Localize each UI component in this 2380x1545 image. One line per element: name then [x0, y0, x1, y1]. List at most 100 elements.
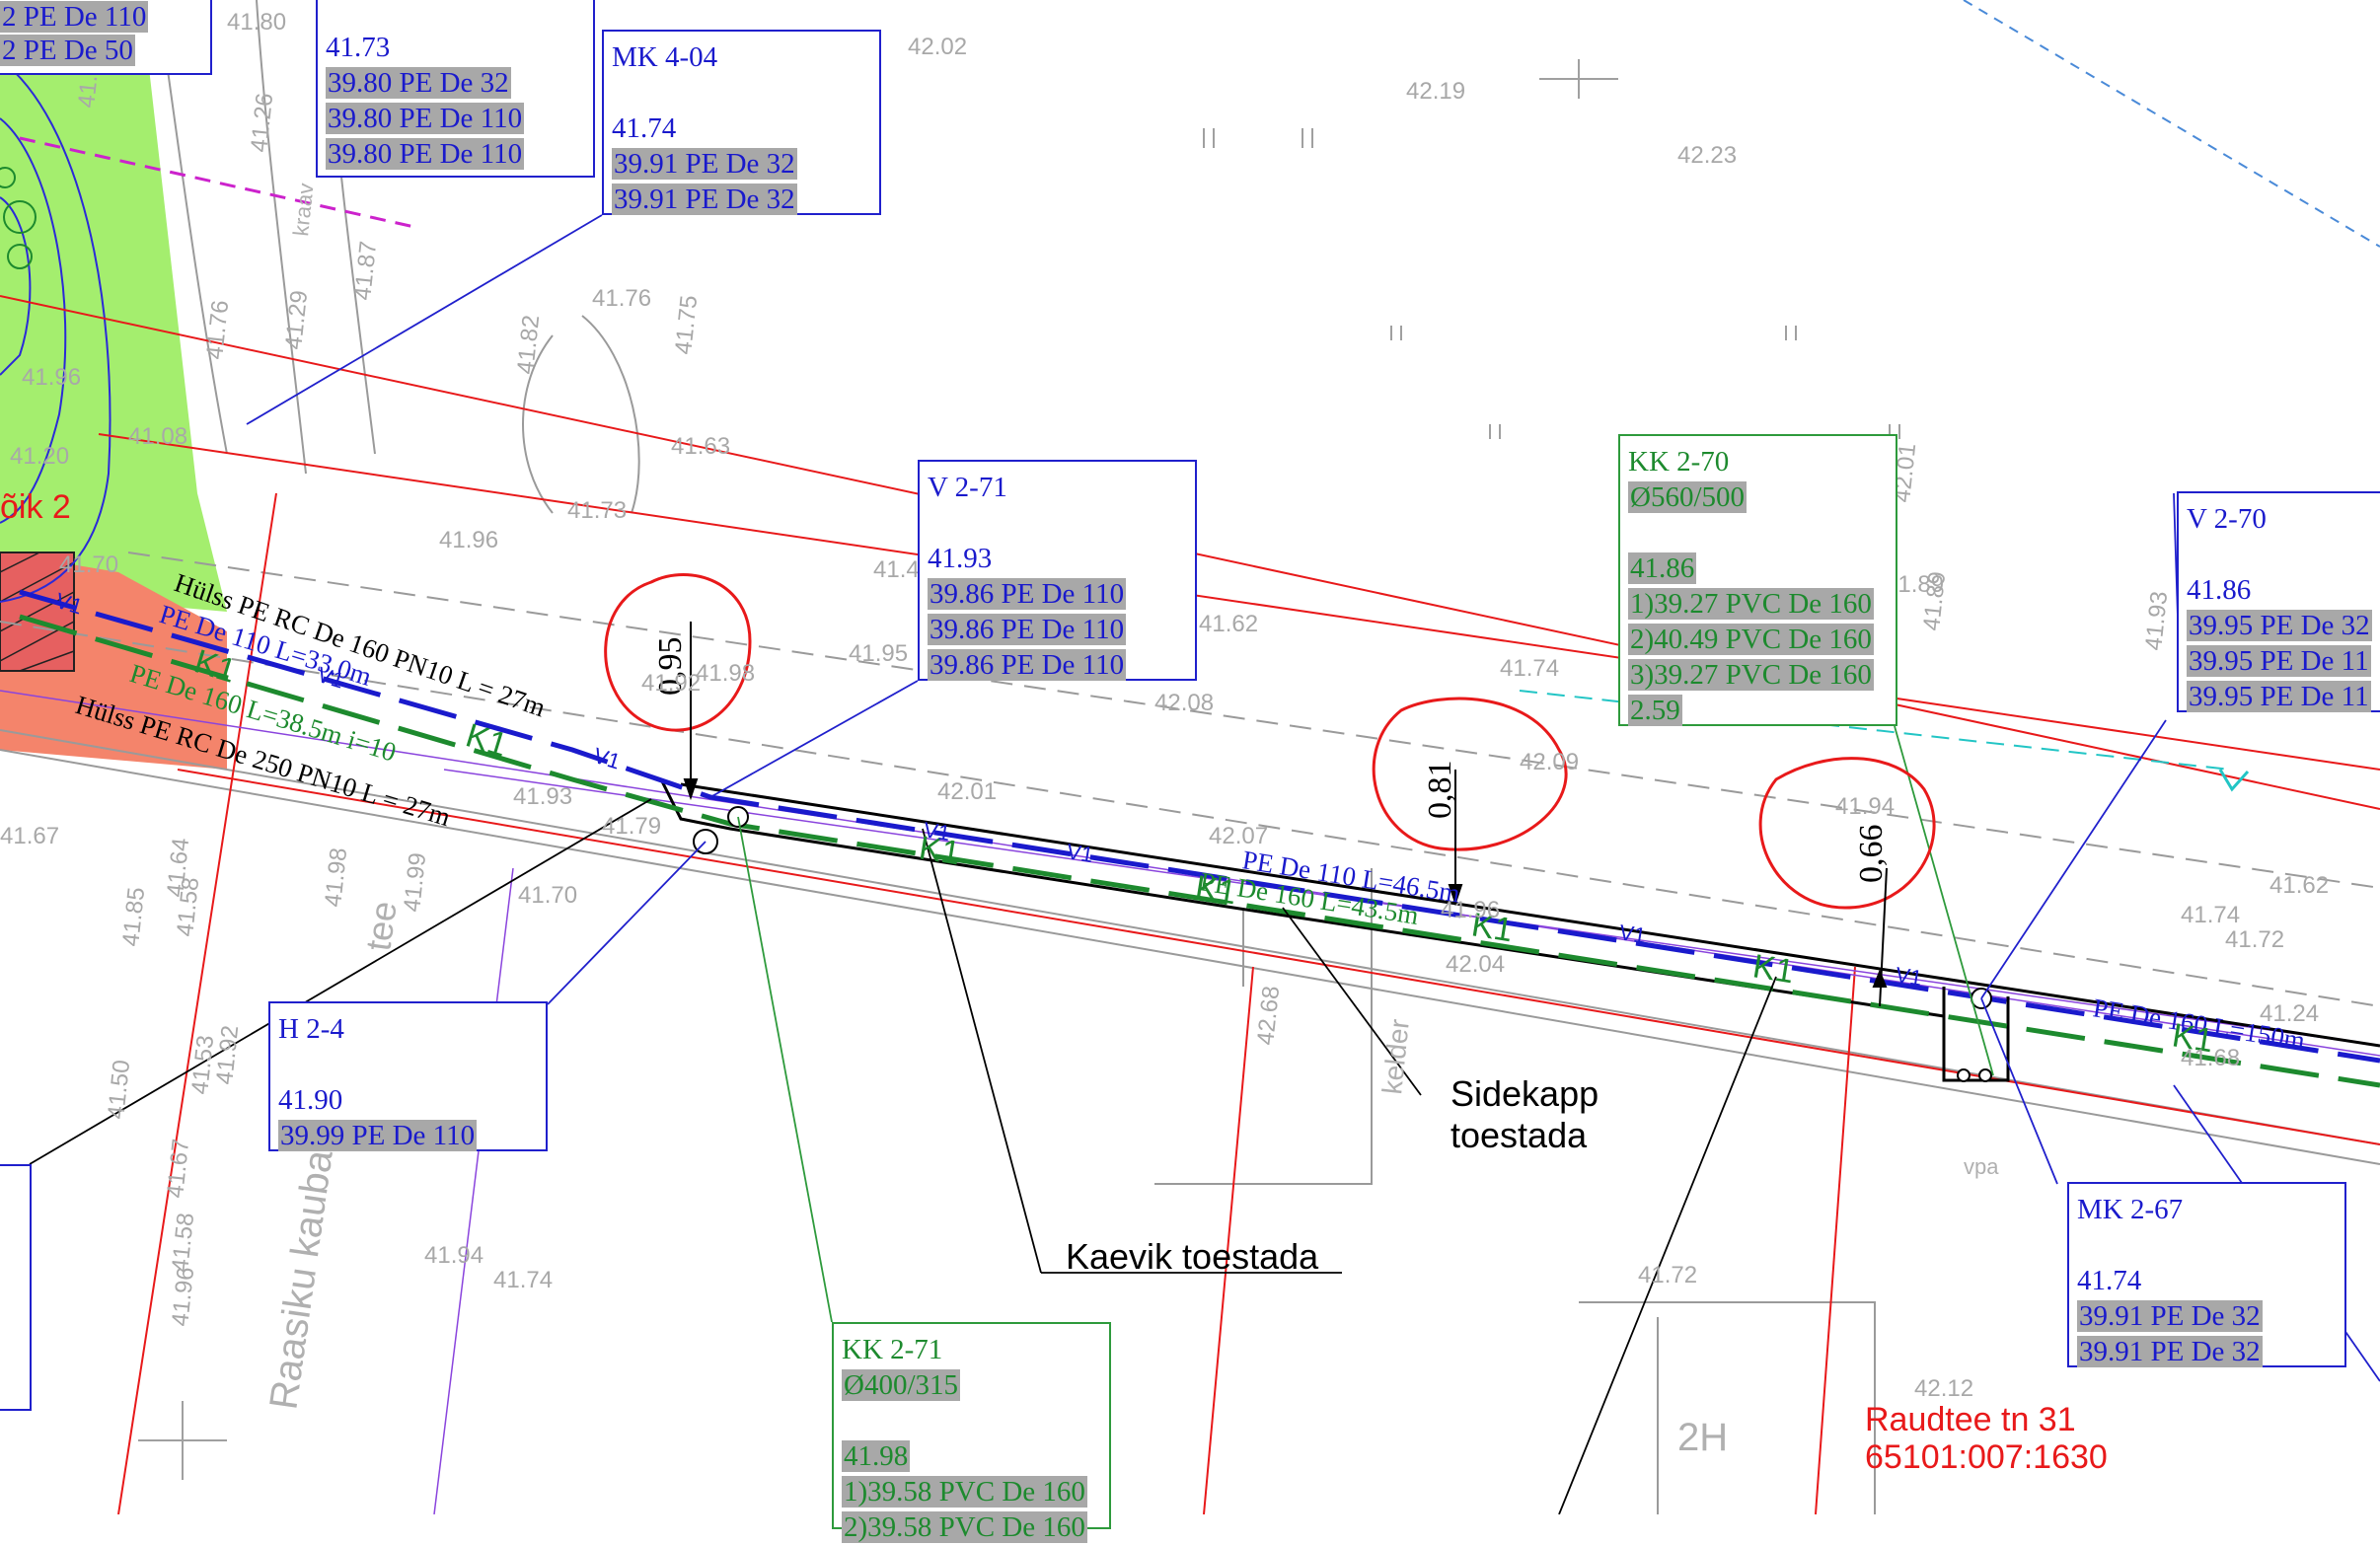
- callout-row: 39.80 PE De 110: [326, 138, 525, 170]
- callout-h-2-4: H 2-4 41.90 39.99 PE De 110: [268, 1001, 548, 1151]
- elevation-label: 42.01: [937, 778, 997, 805]
- note-line: toestada: [1450, 1115, 1588, 1155]
- elevation-label: 41.98: [320, 846, 352, 909]
- elevation-label: 41.96: [22, 364, 81, 391]
- elevation-label: 41.93: [2140, 590, 2173, 652]
- callout-row: 39.95 PE De 32: [2187, 610, 2372, 641]
- elevation-label: 41.74: [1500, 655, 1559, 682]
- callout-row: 39.86 PE De 110: [928, 614, 1127, 645]
- callout-row: 41.86: [2187, 574, 2252, 606]
- callout-41-73: 41.73 39.80 PE De 32 39.80 PE De 110 39.…: [316, 0, 595, 178]
- elevation-label: 41.73: [567, 497, 627, 524]
- elevation-label: 42.08: [1154, 690, 1214, 716]
- callout-row: 2 PE De 110: [0, 1, 149, 33]
- elevation-label: 41.99: [399, 851, 431, 914]
- callout-top-left: 2 PE De 110 2 PE De 50: [0, 0, 212, 75]
- gas-line: [19, 136, 415, 229]
- vpa-label: vpa: [1964, 1154, 1999, 1179]
- callout-row: 41.86: [1628, 552, 1697, 584]
- svg-text:V1: V1: [1894, 962, 1924, 991]
- elevation-label: 41.68: [2181, 1045, 2240, 1071]
- note-line: Sidekapp: [1450, 1073, 1599, 1114]
- depth-1: 0,95: [652, 637, 689, 697]
- callout-title: V 2-71: [928, 472, 1007, 503]
- callout-row: 2 PE De 50: [0, 35, 135, 66]
- svg-text:K1: K1: [1193, 868, 1239, 912]
- kelder-label: kelder: [1376, 1018, 1415, 1096]
- elevation-label: 42.23: [1677, 142, 1737, 169]
- sewer-pipe: [19, 614, 2380, 1088]
- leader-lines: [29, 214, 2380, 1515]
- callout-row: 2.59: [1628, 695, 1682, 726]
- depth-circles: [604, 573, 1936, 910]
- callout-row: 2)39.58 PVC De 160: [842, 1511, 1087, 1543]
- elevation-label: 41.29: [280, 289, 313, 351]
- svg-text:V1: V1: [1617, 920, 1648, 948]
- cyan-valve-icon: [2218, 769, 2250, 792]
- elevation-label: 41.58: [167, 1212, 199, 1274]
- elevation-label: 41.67: [162, 1138, 194, 1200]
- elevation-label: 41.76: [592, 285, 651, 312]
- elevation-label: 41.50: [103, 1059, 135, 1121]
- depth-arrows: [683, 622, 1888, 1007]
- callout-row: 39.91 PE De 32: [612, 148, 797, 180]
- elevation-label: 42.09: [1520, 749, 1579, 775]
- callout-v-2-70: V 2-70 41.86 39.95 PE De 32 39.95 PE De …: [2177, 491, 2380, 712]
- elevation-label: 41.70: [518, 882, 577, 909]
- elevation-label: 41.82: [512, 314, 545, 376]
- elevation-label: 41.4: [873, 556, 920, 583]
- callout-subtitle: Ø560/500: [1628, 481, 1747, 513]
- elevation-label: 41.96: [1441, 897, 1500, 923]
- elevation-label: 42.02: [908, 34, 967, 60]
- address-line-1: Raudtee tn 31: [1865, 1401, 2076, 1438]
- callout-title: V 2-70: [2187, 503, 2267, 535]
- grey-lines: [0, 0, 2380, 1514]
- elevation-label: 41.62: [1199, 611, 1258, 637]
- street-tee: tee: [357, 899, 405, 953]
- callout-row: 39.95 PE De 11: [2187, 681, 2371, 712]
- elevation-label: 41.92: [641, 670, 701, 697]
- trench-outline: [659, 778, 2380, 1082]
- elevation-label: 42.19: [1406, 78, 1465, 105]
- callout-row: 41.73: [326, 32, 391, 63]
- elevation-label: 41.74: [493, 1267, 553, 1293]
- elevation-label: 41.64: [162, 837, 194, 899]
- callout-row: 3)39.27 PVC De 160: [1628, 659, 1874, 691]
- callout-mk-2-67: MK 2-67 41.74 39.91 PE De 32 39.91 PE De…: [2067, 1182, 2346, 1367]
- svg-text:K1: K1: [2170, 1016, 2216, 1060]
- callout-title: H 2-4: [278, 1013, 344, 1045]
- elevation-label: 41.96: [167, 1266, 199, 1328]
- callout-row: 39.91 PE De 32: [2077, 1300, 2263, 1332]
- callout-partial-left: [0, 1164, 32, 1411]
- elevation-label: 41.62: [2269, 872, 2329, 899]
- kraav-label: kraav: [288, 182, 318, 237]
- elevation-label: 41.79: [602, 813, 661, 840]
- elevation-label: 42.12: [1914, 1375, 1973, 1402]
- callout-kk-2-70: KK 2-70 Ø560/500 41.86 1)39.27 PVC De 16…: [1618, 434, 1897, 726]
- callout-v-2-71: V 2-71 41.93 39.86 PE De 110 39.86 PE De…: [918, 460, 1197, 681]
- callout-row: 1)39.58 PVC De 160: [842, 1476, 1087, 1508]
- callout-title: KK 2-71: [842, 1334, 943, 1365]
- svg-text:V1: V1: [922, 817, 952, 846]
- callout-row: 41.74: [2077, 1265, 2142, 1296]
- callout-row: 39.91 PE De 32: [2077, 1336, 2263, 1367]
- elevation-label: 41.75: [670, 294, 703, 356]
- callout-row: 39.86 PE De 110: [928, 578, 1127, 610]
- elevation-label: 41.94: [424, 1242, 483, 1269]
- elevation-label: 41.53: [186, 1034, 219, 1096]
- callout-row: 1)39.27 PVC De 160: [1628, 588, 1874, 620]
- tree-symbols: [0, 167, 37, 269]
- elevation-label: 41.80: [227, 9, 286, 36]
- elevation-label: 41.58: [172, 876, 204, 938]
- callout-mk-4-04: MK 4-04 41.74 39.91 PE De 32 39.91 PE De…: [602, 30, 881, 215]
- svg-text:K1: K1: [917, 829, 963, 872]
- elevation-label: 41.96: [439, 527, 498, 553]
- callout-kk-2-71: KK 2-71 Ø400/315 41.98 1)39.58 PVC De 16…: [832, 1322, 1111, 1543]
- elevation-label: 41.92: [211, 1024, 244, 1086]
- elevation-label: 41.74: [2181, 902, 2240, 928]
- callout-row: 39.95 PE De 11: [2187, 645, 2371, 677]
- callout-title: MK 4-04: [612, 41, 718, 73]
- address-line-2: 65101:007:1630: [1865, 1438, 2108, 1476]
- svg-text:V1: V1: [591, 743, 624, 774]
